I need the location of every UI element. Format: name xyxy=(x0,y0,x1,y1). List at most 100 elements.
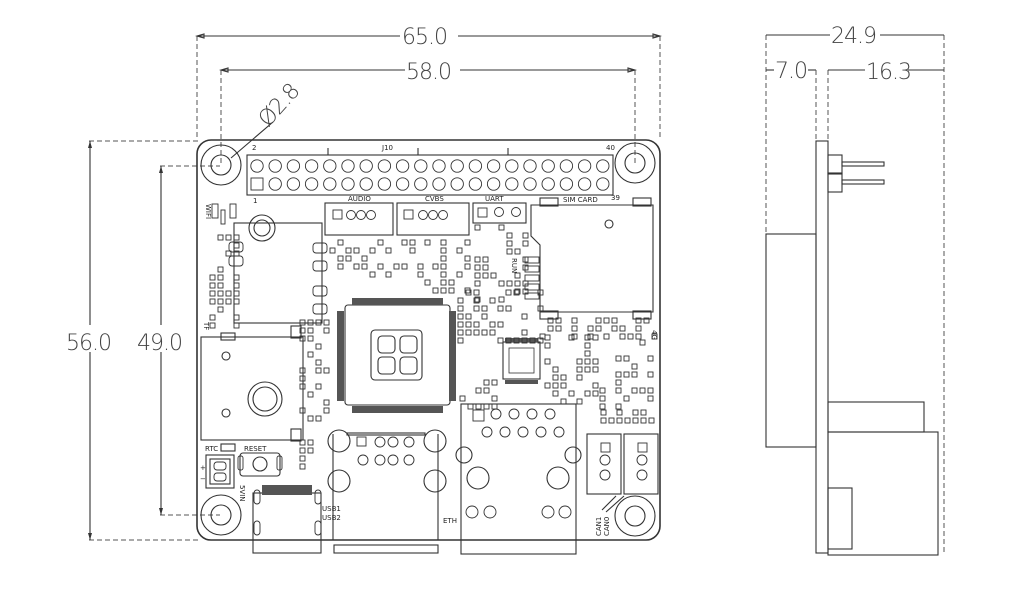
smd-pad xyxy=(209,290,216,297)
smd-pad xyxy=(225,298,232,305)
can1-label: CAN1 xyxy=(595,517,603,536)
smd-pad xyxy=(483,403,490,410)
smd-pad xyxy=(640,409,647,416)
smd-pad xyxy=(595,317,602,324)
smd-pad xyxy=(233,242,240,249)
smd-pad xyxy=(475,387,482,394)
reset-button: RESET xyxy=(237,445,283,477)
smd-pad xyxy=(568,334,575,341)
smd-pad xyxy=(217,282,224,289)
header-pin xyxy=(359,177,373,191)
smd-pad xyxy=(547,317,554,324)
usb2-label: USB2 xyxy=(322,514,341,522)
header-pin xyxy=(432,159,446,173)
smd-pad xyxy=(631,387,638,394)
rtc-battery-connector: RTC + − xyxy=(200,443,236,489)
smd-pad xyxy=(571,325,578,332)
smd-pad xyxy=(514,248,521,255)
header-pin xyxy=(486,159,501,173)
smd-pad xyxy=(497,337,504,344)
run-label: RUN xyxy=(510,258,518,273)
tf-card-slot: TF xyxy=(200,321,304,442)
smd-pad xyxy=(632,417,639,424)
smd-pad xyxy=(592,366,599,373)
smd-pad xyxy=(506,240,513,247)
header-pin xyxy=(286,177,301,191)
smd-pad xyxy=(417,263,424,270)
smd-pad xyxy=(233,290,240,297)
header-pin xyxy=(268,177,282,191)
smd-pad xyxy=(465,289,472,296)
smd-pad xyxy=(315,343,322,350)
header-pin xyxy=(450,159,464,173)
smd-pad xyxy=(615,403,622,410)
smd-pad xyxy=(448,287,455,294)
pin-1-label: 1 xyxy=(253,197,257,205)
smd-pad xyxy=(592,358,599,365)
dim-hole-diameter: Ø2.8 xyxy=(254,79,305,132)
smd-pad xyxy=(385,271,392,278)
smd-pad xyxy=(233,322,240,329)
wifi-label: WIFI xyxy=(204,204,212,219)
smd-pad xyxy=(595,325,602,332)
smd-pad xyxy=(639,387,646,394)
smd-pad xyxy=(521,337,528,344)
smd-pad xyxy=(457,297,464,304)
smd-pad xyxy=(424,239,431,246)
header-pin xyxy=(559,177,574,191)
mounting-hole-top-right xyxy=(614,142,656,184)
smd-pad xyxy=(529,337,536,344)
smd-pad xyxy=(457,305,464,312)
smd-pad xyxy=(599,395,606,402)
smd-pad xyxy=(639,339,646,346)
dimension-height-56: 56.0 xyxy=(66,140,200,541)
smd-pad xyxy=(522,288,529,295)
smd-pad xyxy=(632,409,639,416)
smd-pad xyxy=(571,317,578,324)
smd-pad xyxy=(521,329,528,336)
smd-pad xyxy=(459,395,466,402)
header-pin xyxy=(323,177,337,191)
smd-pad xyxy=(623,355,630,362)
smd-pad xyxy=(393,263,400,270)
smd-pad xyxy=(491,403,498,410)
header-pin xyxy=(432,177,446,191)
smd-pad xyxy=(599,403,606,410)
smd-pad xyxy=(440,239,447,246)
smd-pad xyxy=(513,337,520,344)
smd-pad xyxy=(552,374,559,381)
smd-pad xyxy=(377,239,384,246)
smd-pad xyxy=(369,271,376,278)
smd-pad xyxy=(506,280,513,287)
smd-pad xyxy=(329,247,336,254)
smd-pad xyxy=(233,298,240,305)
smd-pad xyxy=(576,374,583,381)
smd-pad xyxy=(560,382,567,389)
smd-pad xyxy=(299,319,306,326)
smd-pad xyxy=(611,317,618,324)
usb-ports xyxy=(327,429,447,554)
smd-pad xyxy=(592,334,599,341)
dim-total-height: 24.9 xyxy=(831,24,876,49)
smd-pad xyxy=(361,263,368,270)
mounting-hole-bottom-left xyxy=(200,494,242,536)
smd-pad xyxy=(619,325,626,332)
smd-pad xyxy=(233,282,240,289)
smd-pad xyxy=(587,325,594,332)
dimension-hole-spacing-58: 58.0 xyxy=(218,60,638,165)
smd-pad xyxy=(225,234,232,241)
smd-pad xyxy=(615,355,622,362)
smd-pad xyxy=(497,305,504,312)
smd-pad xyxy=(209,274,216,281)
smd-pad xyxy=(651,333,658,340)
ethernet-port: ETH xyxy=(443,403,582,555)
smd-pad xyxy=(647,371,654,378)
smd-pad xyxy=(315,359,322,366)
header-pin xyxy=(414,159,428,173)
smd-pad xyxy=(584,390,591,397)
smd-pad xyxy=(489,329,496,336)
smd-pad xyxy=(555,325,562,332)
smd-pad xyxy=(491,379,498,386)
smd-pad xyxy=(482,256,489,263)
smd-pad xyxy=(537,305,544,312)
